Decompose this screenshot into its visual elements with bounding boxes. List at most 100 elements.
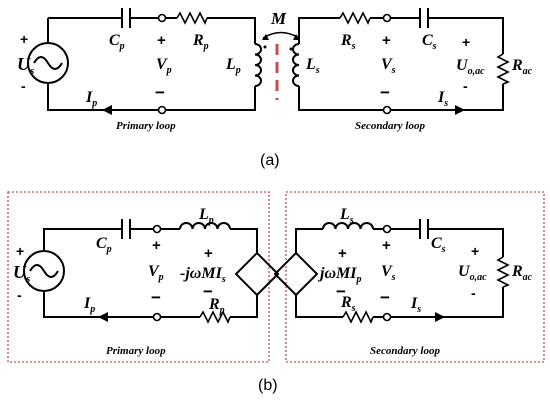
vs-minus-sign: − [380, 83, 390, 102]
node-vs-top [382, 13, 392, 23]
ind-lp-label: Lp [225, 56, 241, 76]
mutual-coupling: M [262, 9, 300, 100]
vp-label: Vp [156, 56, 172, 76]
out-minus-sign: - [471, 285, 476, 301]
vs-label: Vs [381, 263, 396, 283]
node-vs-top [382, 224, 392, 234]
ac-wave-icon [29, 264, 59, 278]
node-vp-top [152, 224, 162, 234]
res-rp-label: Rp [208, 296, 225, 316]
source-minus-sign: - [17, 287, 22, 303]
capacitor-cp-symbol [121, 219, 131, 239]
resistor-rs-symbol [339, 11, 371, 25]
resistor-rs-symbol [342, 310, 374, 324]
out-plus-sign: + [462, 34, 470, 50]
source-minus-sign: - [21, 78, 26, 94]
out-voltage-label: Uo,ac [456, 57, 485, 77]
ac-wave-icon [33, 56, 63, 70]
node-vp-top [157, 13, 167, 23]
resistor-rp-symbol [199, 310, 231, 324]
dep-minus-sign: − [203, 282, 213, 301]
node-vp-bottom [157, 105, 167, 115]
current-arrow-is [435, 312, 445, 322]
dependent-source-symbol [273, 251, 319, 297]
res-rp-label: Rp [192, 32, 209, 52]
current-ip-label: Ip [83, 295, 95, 315]
primary-bottom-wire [47, 18, 256, 111]
dep-plus-sign: + [204, 245, 213, 262]
secondary-loop-caption: Secondary loop [370, 345, 440, 357]
figure-b-label: (b) [258, 377, 278, 394]
vp-label: Vp [148, 263, 164, 283]
secondary-b-bottom-wire [295, 287, 504, 318]
load-rac-label: Rac [511, 263, 533, 283]
load-rac-label: Rac [511, 57, 533, 77]
cap-cp-label: Cp [96, 235, 112, 255]
dep-plus-sign: + [338, 245, 347, 262]
secondary-top-wire [298, 17, 504, 54]
inductor-ls-symbol [292, 43, 300, 87]
source-plus-sign: + [16, 243, 24, 259]
ind-ls-label: Ls [339, 206, 354, 226]
node-vs-bottom [382, 312, 392, 322]
dot-marker [263, 45, 267, 49]
primary-b-bottom-wire [43, 291, 258, 318]
vp-plus-sign: + [152, 237, 161, 254]
primary-loop-caption: Primary loop [106, 345, 166, 357]
ind-ls-label: Ls [305, 56, 320, 76]
capacitor-cs-symbol [419, 219, 429, 239]
diagram-a-primary-loop: + Us - Cp Rp + Vp − Lp Ip Primary loop [17, 8, 267, 132]
vs-minus-sign: − [380, 288, 390, 307]
vs-plus-sign: + [382, 237, 391, 254]
dot-marker [289, 47, 293, 51]
figure-a-label: (a) [260, 152, 280, 169]
coupling-arc [262, 31, 300, 39]
mutual-inductance-label: M [270, 9, 287, 28]
secondary-bottom-wire [298, 84, 504, 111]
source-plus-sign: + [20, 31, 28, 47]
cap-cp-label: Cp [109, 32, 125, 52]
source-label: Us [17, 54, 34, 77]
out-minus-sign: - [463, 78, 468, 94]
secondary-b-top-wire [295, 228, 504, 257]
dep-source-label: jωMIp [317, 265, 361, 285]
inductor-ls-symbol [322, 222, 374, 230]
out-plus-sign: + [471, 243, 479, 259]
resistor-rac-symbol [496, 256, 510, 288]
dep-minus-sign: − [336, 282, 346, 301]
ind-lp-label: Lp [198, 206, 214, 226]
dep-source-label: -jωMIs [180, 265, 226, 285]
inductor-lp-symbol [254, 43, 262, 87]
current-arrow-ip [98, 312, 108, 322]
secondary-loop-box [285, 191, 545, 363]
diagram-a-secondary-loop: Ls Rs + Vs − Cs + Uo,ac - Rac Is Seconda… [289, 8, 533, 132]
primary-loop-box [7, 191, 270, 363]
vp-minus-sign: − [151, 288, 161, 307]
diagram-b-primary-loop: + Us - Cp Lp + Vp − + -jωMIs − Ip Rp Pri… [7, 191, 280, 363]
vs-label: Vs [381, 56, 396, 76]
source-label: Us [13, 262, 30, 285]
primary-top-wire [48, 17, 256, 44]
cap-cs-label: Cs [431, 235, 446, 255]
secondary-loop-caption: Secondary loop [355, 120, 425, 132]
out-voltage-label: Uo,ac [458, 263, 487, 283]
res-rs-label: Rs [340, 294, 356, 314]
vp-plus-sign: + [157, 32, 166, 49]
primary-loop-caption: Primary loop [116, 120, 176, 132]
diagram-b-secondary-loop: Ls Cs + jωMIp − + Vs − + Uo,ac - Rac Rs … [273, 191, 545, 363]
current-arrow-is [455, 105, 465, 115]
ac-source-symbol [27, 42, 69, 84]
current-is-label: Is [437, 89, 448, 109]
current-arrow-ip [102, 105, 112, 115]
vp-minus-sign: − [155, 83, 165, 102]
res-rs-label: Rs [340, 32, 356, 52]
vs-plus-sign: + [382, 32, 391, 49]
current-is-label: Is [410, 295, 421, 315]
dependent-source-symbol [234, 251, 280, 297]
node-vs-bottom [382, 105, 392, 115]
resistor-rp-symbol [176, 11, 208, 25]
capacitor-cs-symbol [419, 8, 429, 28]
node-vp-bottom [152, 312, 162, 322]
